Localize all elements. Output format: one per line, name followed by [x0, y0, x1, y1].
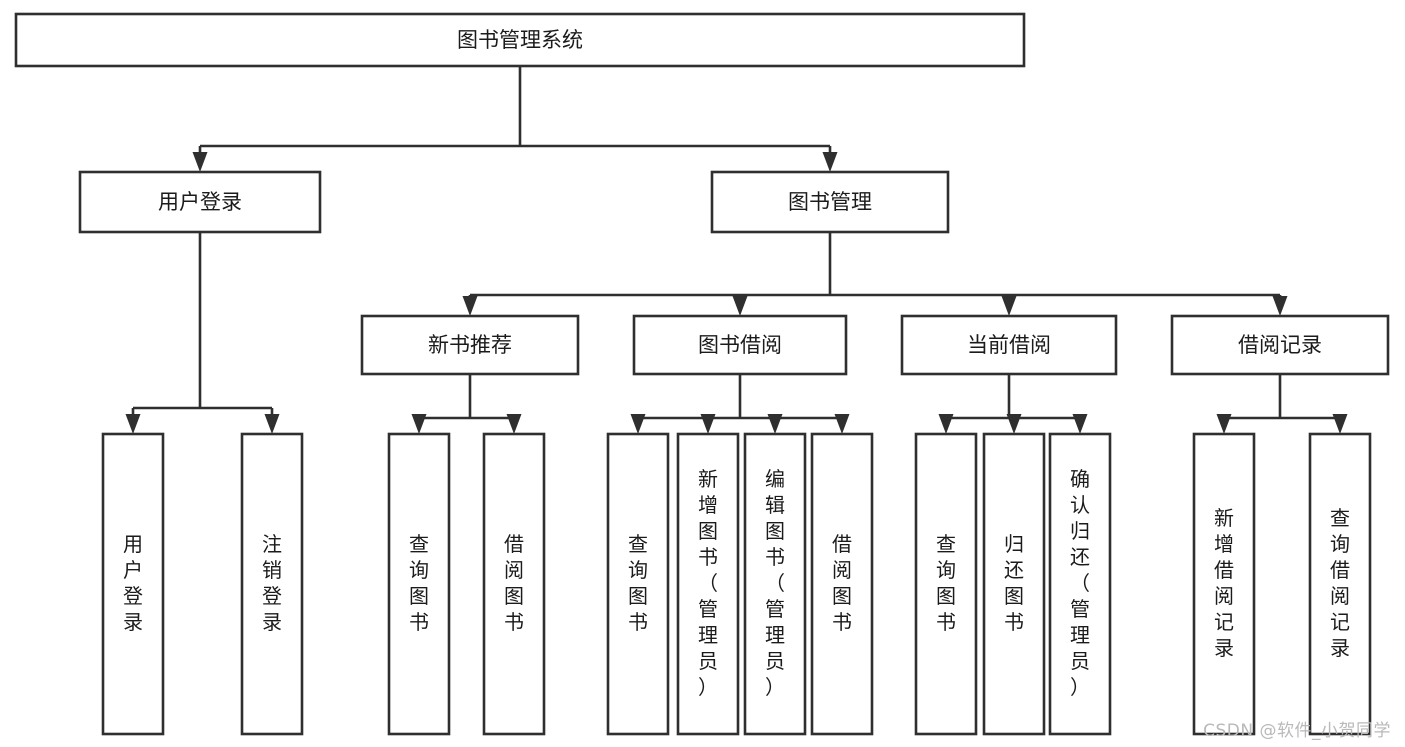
- node-layer: 图书管理系统用户登录图书管理新书推荐图书借阅当前借阅借阅记录用户登录注销登录查询…: [14, 12, 1390, 736]
- node-label: 用户登录: [158, 190, 242, 214]
- node-box: [810, 432, 874, 736]
- node-root[interactable]: 图书管理系统: [14, 12, 1026, 68]
- node-box: [1308, 432, 1372, 736]
- node-box: [78, 170, 322, 234]
- node-box: [360, 314, 580, 376]
- node-box: [387, 432, 451, 736]
- node-l-query-record[interactable]: 查询借阅记录: [1308, 432, 1372, 736]
- node-box: [606, 432, 670, 736]
- node-label: 查询图书: [409, 532, 429, 634]
- node-label: 确认归还（管理员）: [1070, 467, 1090, 699]
- node-box: [240, 432, 304, 736]
- node-box: [743, 432, 807, 736]
- node-label: 查询借阅记录: [1330, 506, 1350, 660]
- node-label: 查询图书: [628, 532, 648, 634]
- node-label: 借阅图书: [832, 532, 852, 634]
- node-label: 用户登录: [123, 532, 143, 634]
- node-n-borrow-record[interactable]: 借阅记录: [1170, 314, 1390, 376]
- node-label: 当前借阅: [967, 333, 1051, 357]
- node-box: [482, 432, 546, 736]
- node-l-query-book-3[interactable]: 查询图书: [914, 432, 978, 736]
- node-l-add-book[interactable]: 新增图书（管理员）: [676, 432, 740, 736]
- node-box: [676, 432, 740, 736]
- node-l-query-book-2[interactable]: 查询图书: [606, 432, 670, 736]
- node-l-user-login[interactable]: 用户登录: [101, 432, 165, 736]
- node-label: 图书借阅: [698, 333, 782, 357]
- node-label: 新书推荐: [428, 333, 512, 357]
- node-label: 注销登录: [262, 532, 282, 634]
- node-label: 归还图书: [1004, 532, 1024, 634]
- node-l-borrow-book-2[interactable]: 借阅图书: [810, 432, 874, 736]
- node-box: [1048, 432, 1112, 736]
- watermark-label: CSDN @软件_小贺同学: [1203, 721, 1391, 741]
- node-label: 借阅记录: [1238, 333, 1322, 357]
- node-n-book-mgmt[interactable]: 图书管理: [710, 170, 950, 234]
- node-l-add-record[interactable]: 新增借阅记录: [1192, 432, 1256, 736]
- node-box: [14, 12, 1026, 68]
- node-box: [1170, 314, 1390, 376]
- edge-layer: [125, 66, 1348, 434]
- node-l-borrow-book-1[interactable]: 借阅图书: [482, 432, 546, 736]
- node-l-return-book[interactable]: 归还图书: [982, 432, 1046, 736]
- node-n-book-borrow[interactable]: 图书借阅: [632, 314, 848, 376]
- node-label: 新增图书（管理员）: [698, 467, 718, 699]
- node-box: [900, 314, 1118, 376]
- node-box: [982, 432, 1046, 736]
- node-box: [710, 170, 950, 234]
- node-box: [101, 432, 165, 736]
- node-box: [632, 314, 848, 376]
- node-label: 新增借阅记录: [1214, 506, 1234, 660]
- node-l-edit-book[interactable]: 编辑图书（管理员）: [743, 432, 807, 736]
- node-l-query-book-1[interactable]: 查询图书: [387, 432, 451, 736]
- node-label: 图书管理: [788, 190, 872, 214]
- node-n-current-borrow[interactable]: 当前借阅: [900, 314, 1118, 376]
- node-label: 借阅图书: [504, 532, 524, 634]
- node-label: 图书管理系统: [457, 28, 583, 52]
- node-l-logout[interactable]: 注销登录: [240, 432, 304, 736]
- node-n-new-book-rec[interactable]: 新书推荐: [360, 314, 580, 376]
- node-l-confirm-return[interactable]: 确认归还（管理员）: [1048, 432, 1112, 736]
- node-label: 查询图书: [936, 532, 956, 634]
- node-n-user-login[interactable]: 用户登录: [78, 170, 322, 234]
- node-box: [1192, 432, 1256, 736]
- node-label: 编辑图书（管理员）: [765, 467, 785, 699]
- node-box: [914, 432, 978, 736]
